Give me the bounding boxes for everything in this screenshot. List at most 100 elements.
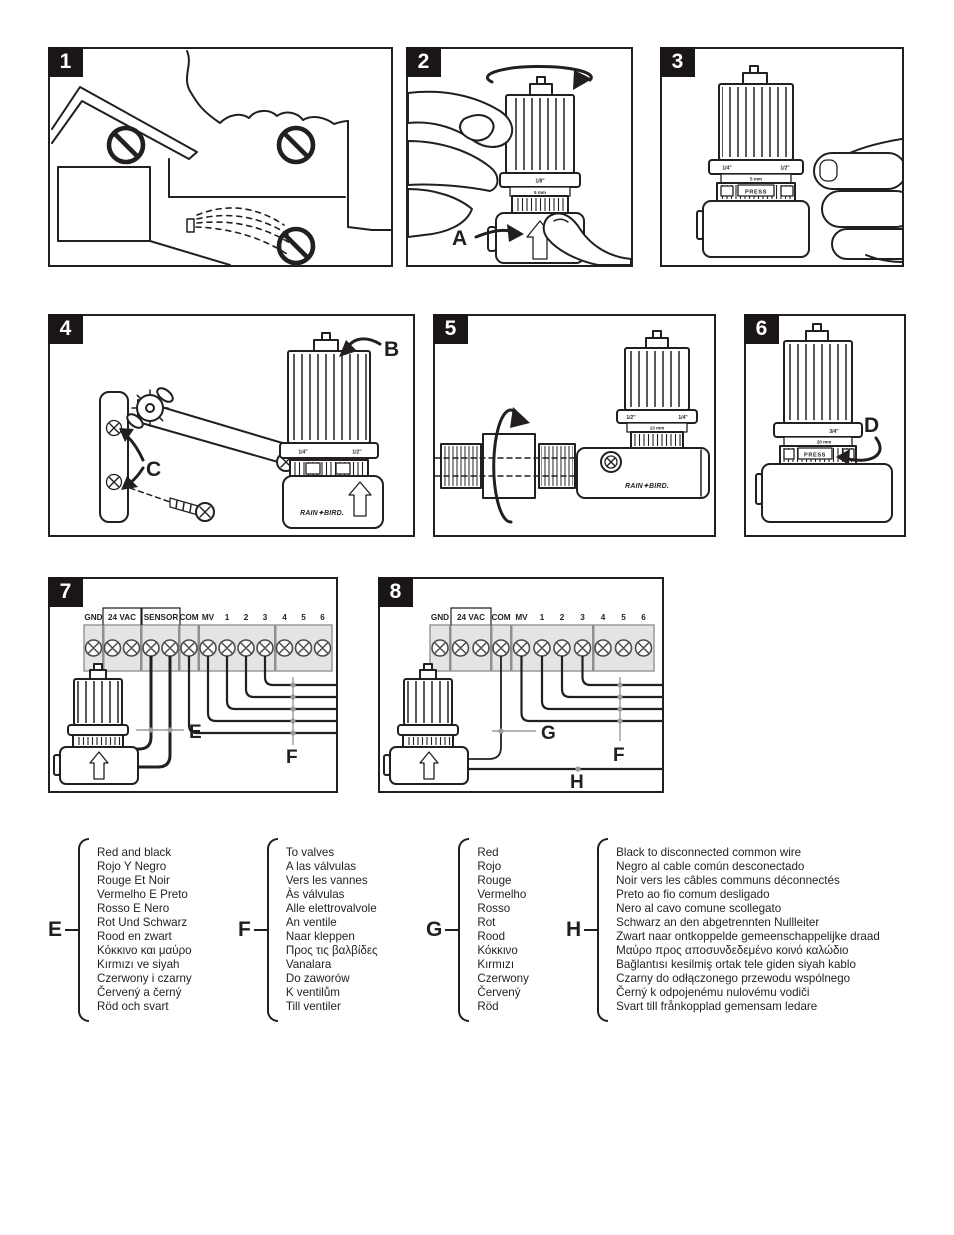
translation-line: Rosso E Nero (97, 902, 170, 915)
translation-line: Red (477, 846, 499, 859)
terminal-label-mv: MV (202, 613, 215, 622)
translation-line: Naar kleppen (285, 930, 355, 943)
translation-line: A las válvulas (285, 860, 357, 873)
figure-panel-6: 6 3/4" 20 mm PRESS D (744, 314, 906, 537)
terminal-label-1: 1 (225, 613, 230, 622)
callout-f-label: F (613, 745, 625, 766)
legend-connector (65, 928, 79, 932)
flow-arrow-mark (348, 481, 372, 517)
mounting-location-illustration (51, 50, 391, 265)
translation-line: Κόκκινο και μαύρο (97, 944, 192, 957)
terminal-label-3: 3 (263, 613, 268, 622)
press-collar-illustration: 3/4" 20 mm PRESS D (755, 323, 893, 523)
mm-setting-label: 13 mm (650, 426, 665, 431)
callout-a-label: A (452, 227, 467, 250)
translation-line: Negro al cable común desconectado (616, 860, 805, 873)
translation-line: Do zaworów (285, 972, 350, 985)
dial-setting-label: 1/8" (535, 179, 545, 185)
rain-bird-logo: RAIN✦BIRD. (625, 482, 669, 490)
fingernail-mark (819, 159, 838, 182)
terminal-label-gnd: GND (84, 613, 102, 622)
translation-line: Rot Und Schwarz (97, 916, 188, 929)
rain-sensor-drawing: 1/4" 1/2" RAIN✦BIRD. (279, 332, 384, 529)
common-wire-to-sensor (466, 656, 502, 760)
legend-label-g: G (426, 918, 443, 941)
press-label: PRESS (804, 453, 826, 459)
legend-connector (253, 928, 267, 932)
legend-group-e: E Red and black Rojo Y Negro Rouge Et No… (48, 837, 192, 1023)
translation-line: Rojo Y Negro (97, 860, 167, 873)
translation-line: Red and black (97, 846, 172, 859)
figure-panel-3: 3 1/4" 1/2" 5 mm PRESS (660, 47, 904, 267)
translation-line: Vermelho E Preto (97, 888, 188, 901)
terminal-label-com: COM (179, 613, 198, 622)
translation-line: An ventile (285, 916, 337, 929)
translation-line: Rosso (477, 902, 511, 915)
figure-panel-5: 5 RAIN✦BIRD. (433, 314, 716, 537)
terminal-label-com: COM (491, 613, 510, 622)
panel-number: 5 (444, 317, 457, 340)
dial-setting-label: 1/4" (298, 450, 308, 456)
terminal-label-1: 1 (540, 613, 545, 622)
callout-g: G (492, 723, 556, 744)
legend-group-f: F To valves A las válvulas Vers les vann… (238, 837, 378, 1023)
flow-arrow-mark (89, 751, 109, 780)
callout-h: H (570, 766, 584, 791)
translation-line: Černý k odpojenému nulovému vodiči (616, 986, 810, 999)
wire-conduit-drawing (435, 433, 576, 499)
hold-sensor-illustration: 1/4" 1/2" 5 mm PRESS (696, 65, 902, 263)
dial-setting-label: 3/4" (829, 429, 839, 435)
pressing-finger-drawing (542, 212, 631, 265)
callout-h-label: H (570, 772, 584, 791)
panel-number: 7 (59, 580, 72, 603)
translation-line: Black to disconnected common wire (616, 846, 802, 859)
translation-line: Czerwony (477, 972, 529, 985)
terminal-label-2: 2 (244, 613, 249, 622)
terminal-label-6: 6 (641, 613, 646, 622)
panel-number: 8 (389, 580, 402, 603)
dial-setting-label: 1/2" (352, 450, 362, 456)
terminal-label-mv: MV (515, 613, 528, 622)
mounting-screw-icon (105, 473, 123, 491)
rain-bird-logo: RAIN✦BIRD. (300, 509, 344, 517)
translation-line: Czarny do odłączonego przewodu wspólnego (616, 972, 851, 985)
translation-line: Vers les vannes (285, 874, 368, 887)
translation-line: Vermelho (477, 888, 527, 901)
wiring-diagram-with-sensor-terminals: GND 24 VAC SENSOR COM MV 1 2 3 4 5 6 (53, 607, 336, 785)
callout-b: B (339, 337, 399, 361)
translation-line: Červený (477, 986, 521, 999)
translation-line: Noir vers les câbles communs déconnectés (616, 874, 840, 887)
legend-bracket (78, 838, 90, 1022)
translation-line: Vanalara (285, 958, 332, 971)
press-label: PRESS (745, 190, 767, 196)
valve-wires (187, 656, 336, 735)
terminal-label-6: 6 (320, 613, 325, 622)
dial-setting-label: 1/2" (626, 415, 636, 421)
terminal-label-gnd: GND (431, 613, 449, 622)
callout-d-label: D (864, 414, 879, 437)
figure-panel-1: 1 (48, 47, 393, 267)
terminal-strip: GND 24 VAC SENSOR COM MV 1 2 3 4 5 6 (83, 607, 333, 672)
hand-drawing (813, 138, 902, 263)
hand-drawing (408, 90, 514, 238)
loose-screw-drawing (129, 487, 215, 522)
legend-label-e: E (48, 918, 63, 941)
translation-line: Zwart naar ontkoppelde gemeenschappelijk… (616, 930, 880, 943)
panel-number-badge: 7 (48, 577, 83, 607)
panel-number-badge: 6 (744, 314, 779, 344)
wire-connection-illustration: RAIN✦BIRD. 1/2" 1/4" 13 mm (435, 330, 710, 524)
panel-number: 3 (671, 50, 684, 73)
panel-number-badge: 8 (378, 577, 413, 607)
legend-label-f: F (238, 918, 251, 941)
legend-bracket (266, 838, 278, 1022)
mounting-bracket-drawing (99, 387, 307, 523)
translation-line: Bağlantısı kesilmiş ortak tele giden siy… (616, 958, 856, 971)
panel-number-badge: 3 (660, 47, 695, 77)
callout-g-label: G (541, 723, 556, 744)
terminal-label-4: 4 (601, 613, 606, 622)
translation-line: Röd (477, 1000, 499, 1013)
translation-line: Rouge (477, 874, 512, 887)
rain-sensor-drawing: 1/4" 1/2" 5 mm PRESS (696, 65, 810, 258)
mounting-screw-icon (105, 419, 123, 437)
